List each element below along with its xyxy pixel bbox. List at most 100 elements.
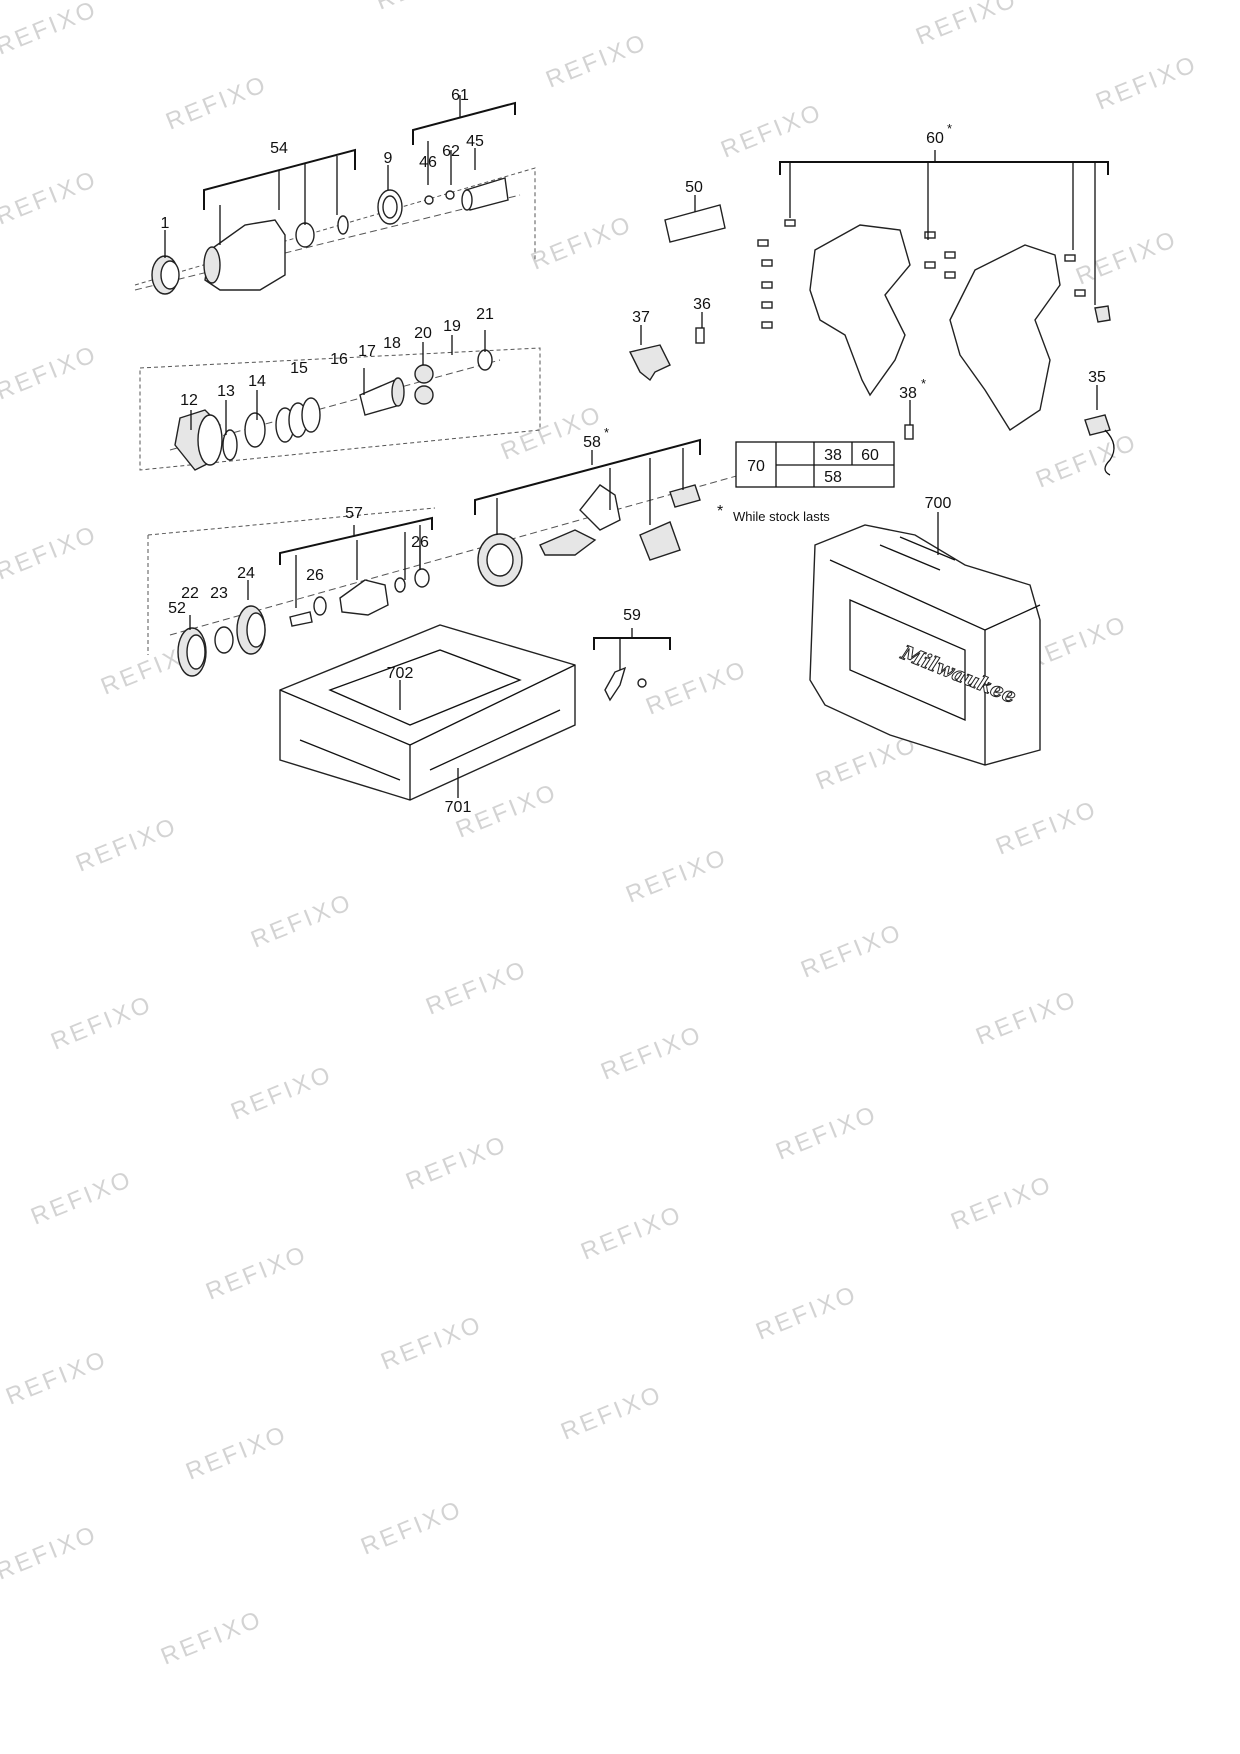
- asterisk-60: *: [947, 121, 952, 136]
- watermark: REFIXO: [0, 1520, 102, 1585]
- callout-702: 702: [387, 665, 414, 682]
- callout-24: 24: [237, 565, 255, 582]
- compatibility-table: 70 38 60 58: [735, 441, 895, 488]
- watermark: REFIXO: [577, 1200, 687, 1265]
- watermark: REFIXO: [47, 990, 157, 1055]
- callout-36: 36: [693, 296, 711, 313]
- watermark: REFIXO: [642, 655, 752, 720]
- watermark: REFIXO: [1092, 50, 1202, 115]
- watermark: REFIXO: [972, 985, 1082, 1050]
- watermark: REFIXO: [0, 340, 102, 405]
- table-cell-70: 70: [747, 458, 765, 475]
- callout-leaders: [164, 95, 1109, 798]
- watermark: REFIXO: [227, 1060, 337, 1125]
- axis-line-1: [134, 194, 521, 291]
- callout-35: 35: [1088, 369, 1106, 386]
- callout-60: 60: [926, 130, 944, 147]
- callout-17: 17: [358, 343, 376, 360]
- watermark: REFIXO: [202, 1240, 312, 1305]
- watermark: REFIXO: [422, 955, 532, 1020]
- part-20-planet-gears: [414, 364, 434, 405]
- watermark: REFIXO: [27, 1165, 137, 1230]
- watermark: REFIXO: [497, 400, 607, 465]
- watermark: REFIXO: [597, 1020, 707, 1085]
- callout-61: 61: [451, 87, 469, 104]
- callout-26-left: 26: [306, 567, 324, 584]
- watermark: REFIXO: [357, 1495, 467, 1560]
- watermark: REFIXO: [1032, 428, 1142, 493]
- callout-18: 18: [383, 335, 401, 352]
- callout-22: 22: [181, 585, 199, 602]
- callout-13: 13: [217, 383, 235, 400]
- callout-701: 701: [445, 799, 472, 816]
- watermark: REFIXO: [992, 795, 1102, 860]
- part-15-spring: [275, 397, 321, 443]
- part-37-switch: [628, 344, 671, 382]
- callout-59: 59: [623, 607, 641, 624]
- part-58-motor-stator: [477, 484, 701, 587]
- watermark: REFIXO: [527, 210, 637, 275]
- part-9-washer: [377, 189, 403, 225]
- callout-20: 20: [414, 325, 432, 342]
- callout-46: 46: [419, 154, 437, 171]
- callout-58: 58: [583, 434, 601, 451]
- part-38-spring: [904, 424, 914, 440]
- watermark: REFIXO: [2, 1345, 112, 1410]
- callout-23: 23: [210, 585, 228, 602]
- part-701-carry-case: [279, 624, 576, 801]
- callout-62: 62: [442, 143, 460, 160]
- part-59-belt-clip: [604, 666, 647, 702]
- callout-54: 54: [270, 140, 288, 157]
- watermark: REFIXO: [247, 888, 357, 953]
- watermark: REFIXO: [622, 843, 732, 908]
- watermark: REFIXO: [542, 28, 652, 93]
- watermark: REFIXO: [372, 0, 482, 16]
- callout-21: 21: [476, 306, 494, 323]
- part-24-ring-gear: [236, 605, 266, 655]
- callout-15: 15: [290, 360, 308, 377]
- watermark: REFIXO: [1072, 225, 1182, 290]
- table-cell-38: 38: [824, 447, 842, 464]
- watermark: REFIXO: [0, 0, 102, 61]
- watermark: REFIXO: [912, 0, 1022, 51]
- assembly-frame-middle: [139, 347, 541, 471]
- callout-9: 9: [384, 150, 393, 167]
- part-60-housing-halves: [757, 219, 1111, 431]
- asterisk-38: *: [921, 376, 926, 391]
- callout-50: 50: [685, 179, 703, 196]
- watermark: REFIXO: [182, 1420, 292, 1485]
- part-21-washer: [477, 349, 493, 371]
- watermark: REFIXO: [752, 1280, 862, 1345]
- callout-45: 45: [466, 133, 484, 150]
- assembly-frame-bottom: [147, 507, 436, 655]
- part-1-nose-ring: [151, 255, 180, 295]
- callout-14: 14: [248, 373, 266, 390]
- table-cell-58: 58: [824, 469, 842, 486]
- watermark: REFIXO: [377, 1310, 487, 1375]
- part-54-gear-housing: [203, 215, 349, 291]
- part-17-spindle: [359, 377, 405, 416]
- watermark: REFIXO: [557, 1380, 667, 1445]
- callout-19: 19: [443, 318, 461, 335]
- watermark: REFIXO: [0, 165, 102, 230]
- part-35-led: [1084, 414, 1115, 476]
- callout-37: 37: [632, 309, 650, 326]
- part-50-label: [664, 204, 726, 243]
- watermark: REFIXO: [947, 1170, 1057, 1235]
- part-57-motor-shaft: [289, 568, 430, 627]
- callout-1: 1: [161, 215, 170, 232]
- part-12-hammer: [174, 409, 223, 471]
- callout-700: 700: [925, 495, 952, 512]
- watermark: REFIXO: [402, 1130, 512, 1195]
- callout-38: 38: [899, 385, 917, 402]
- watermark: REFIXO: [772, 1100, 882, 1165]
- part-23-washer: [214, 626, 234, 654]
- asterisk-58: *: [604, 425, 609, 440]
- watermark: REFIXO: [72, 812, 182, 877]
- stock-note: While stock lasts: [733, 509, 830, 524]
- part-52-nut: [177, 627, 207, 677]
- callout-57: 57: [345, 505, 363, 522]
- watermark: REFIXO: [162, 70, 272, 135]
